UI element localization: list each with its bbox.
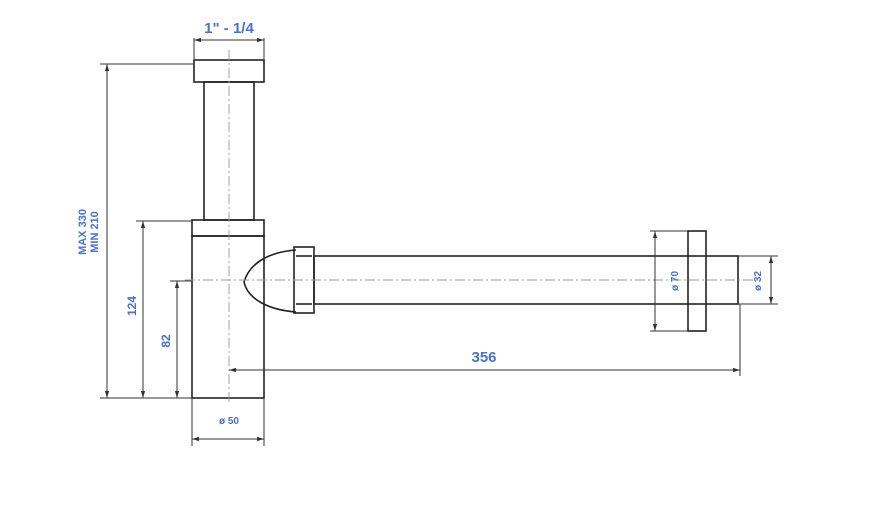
elbow-outlet xyxy=(243,249,297,313)
dim-124: 124 xyxy=(125,220,192,398)
dim-height-max-label: MAX 330 xyxy=(77,209,89,255)
bottle-body-cap xyxy=(191,219,265,237)
bottle-body xyxy=(191,235,265,399)
dim-dia-50: ø 50 xyxy=(191,398,265,446)
centerlines xyxy=(185,50,760,405)
dim-thread: 1" - 1/4 xyxy=(193,20,265,60)
trap-outline xyxy=(191,59,739,399)
dim-dia-50-label: ø 50 xyxy=(219,416,239,427)
dim-dia-70: ø 70 xyxy=(650,230,688,332)
dim-height-range: MAX 330 MIN 210 xyxy=(77,63,194,399)
dim-82-label: 82 xyxy=(159,334,173,348)
dim-dia-70-label: ø 70 xyxy=(670,271,681,291)
dim-dia-32: ø 32 xyxy=(738,255,778,305)
dim-82: 82 xyxy=(159,280,192,398)
dim-thread-label: 1" - 1/4 xyxy=(204,20,254,37)
wall-flange xyxy=(687,230,707,332)
dim-124-label: 124 xyxy=(125,296,139,316)
dim-356: 356 xyxy=(229,304,741,376)
dim-356-label: 356 xyxy=(471,349,496,366)
dim-height-min-label: MIN 210 xyxy=(89,211,101,253)
dim-dia-32-label: ø 32 xyxy=(753,271,764,291)
